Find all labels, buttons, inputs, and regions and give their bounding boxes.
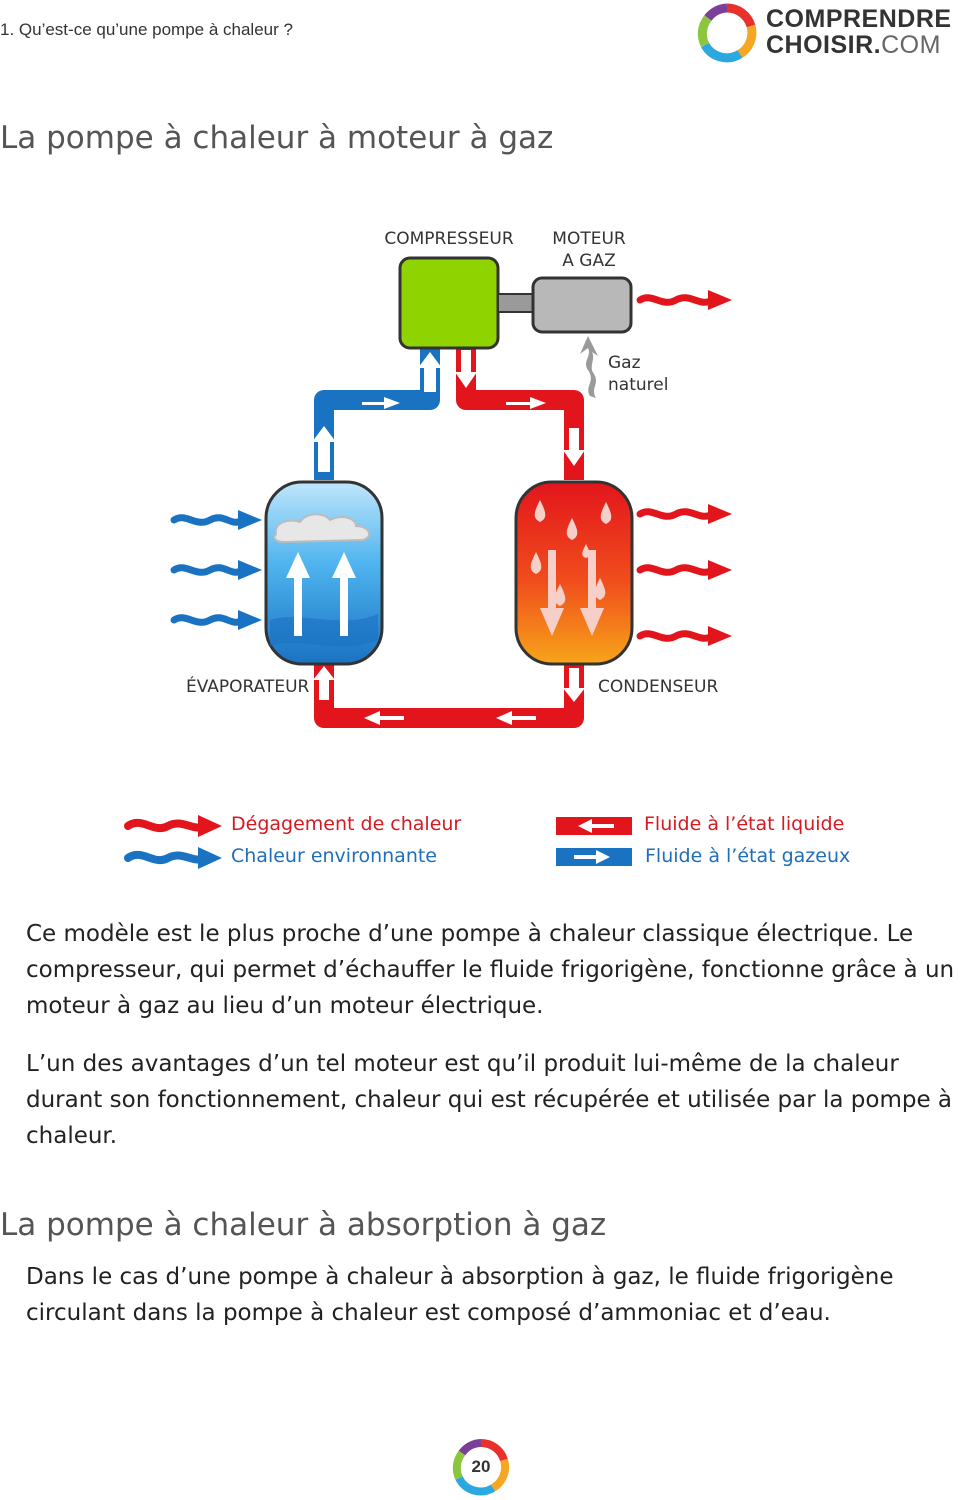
legend-heat-release-icon bbox=[124, 815, 222, 837]
pipe-flow-arrows bbox=[312, 350, 585, 725]
brand-name-line2: CHOISIR. bbox=[766, 31, 882, 59]
brand-name-line1: COMPRENDRE bbox=[766, 5, 952, 33]
page-number: 20 bbox=[471, 1457, 491, 1476]
section-title-gas-motor: La pompe à chaleur à moteur à gaz bbox=[0, 120, 554, 156]
legend-ambient-heat-icon bbox=[124, 847, 222, 869]
gas-label-line1: Gaz bbox=[608, 353, 641, 373]
brand-domain: COM bbox=[881, 31, 941, 59]
page-ring-icon bbox=[452, 1438, 510, 1496]
blue-gas-pipe bbox=[314, 348, 440, 480]
body-paragraph-3: Dans le cas d’une pompe à chaleur à abso… bbox=[26, 1264, 894, 1326]
evaporator-tank bbox=[264, 480, 384, 666]
legend-gas-pipe-icon bbox=[556, 848, 632, 866]
legend-heat-release-label: Dégagement de chaleur bbox=[231, 813, 462, 835]
legend-liquid-pipe-icon bbox=[556, 817, 632, 835]
condensation-drops bbox=[530, 500, 612, 606]
motor-label-line1: MOTEUR bbox=[552, 229, 626, 249]
diagram-legend: Dégagement de chaleur Chaleur environnan… bbox=[0, 800, 960, 880]
gas-label-line2: naturel bbox=[608, 375, 668, 395]
legend-gas-label: Fluide à l’état gazeux bbox=[645, 845, 851, 867]
condenser-label: CONDENSEUR bbox=[598, 677, 718, 697]
body-paragraph-1: Ce modèle est le plus proche d’une pompe… bbox=[26, 921, 955, 1019]
condenser-tank bbox=[514, 480, 634, 666]
heat-release-arrows bbox=[636, 508, 716, 642]
brand-logo: COMPRENDRE CHOISIR.COM bbox=[696, 2, 958, 64]
motor-heat-arrow bbox=[636, 290, 732, 310]
page-number-badge: 20 bbox=[452, 1438, 510, 1496]
gas-motor-box bbox=[531, 276, 633, 334]
compressor-box bbox=[398, 256, 500, 350]
legend-ambient-heat-label: Chaleur environnante bbox=[231, 845, 437, 867]
brand-ring-icon bbox=[697, 3, 757, 63]
evaporator-label: ÉVAPORATEUR bbox=[186, 675, 310, 697]
vapor-cloud-icon bbox=[273, 513, 371, 544]
legend-liquid-label: Fluide à l’état liquide bbox=[644, 813, 845, 835]
red-liquid-pipe-bottom bbox=[314, 662, 584, 728]
motor-shaft bbox=[497, 293, 535, 313]
body-paragraph-2: L’un des avantages d’un tel moteur est q… bbox=[26, 1051, 953, 1149]
compressor-label: COMPRESSEUR bbox=[384, 229, 513, 249]
ambient-heat-arrows bbox=[170, 514, 246, 626]
heat-pump-diagram: COMPRESSEUR MOTEUR A GAZ Gaz naturel ÉVA… bbox=[0, 200, 960, 760]
section-title-absorption: La pompe à chaleur à absorption à gaz bbox=[0, 1207, 607, 1243]
natural-gas-icon bbox=[580, 336, 598, 398]
motor-label-line2: A GAZ bbox=[562, 251, 615, 271]
running-header: 1. Qu’est-ce qu’une pompe à chaleur ? bbox=[0, 20, 293, 39]
red-hot-pipe bbox=[456, 348, 584, 480]
